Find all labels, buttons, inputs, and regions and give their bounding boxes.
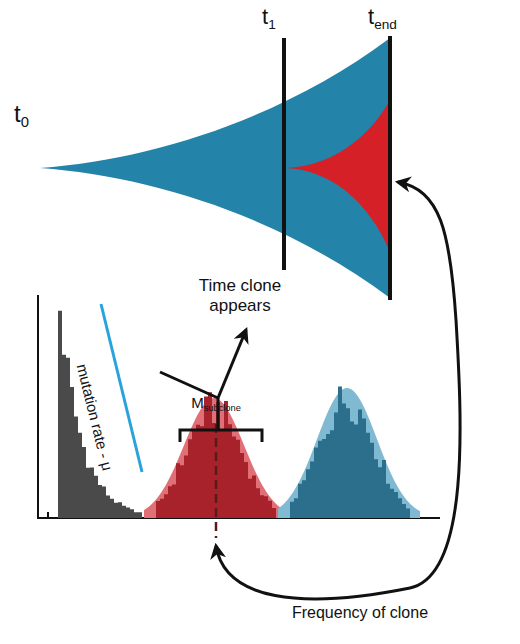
histograms — [58, 311, 420, 518]
axis-tick — [47, 512, 49, 518]
annotation: Msubclone — [191, 394, 241, 414]
time-line — [388, 36, 392, 300]
arrow — [218, 330, 246, 398]
chart-axes — [38, 295, 440, 518]
leader-line — [160, 372, 218, 398]
tumour-population — [40, 38, 390, 298]
annotation: Frequency of clone — [292, 604, 428, 622]
subclone-population — [286, 100, 390, 252]
leader-line — [217, 398, 220, 430]
clonal-histogram — [290, 387, 410, 518]
time-label: tend — [368, 4, 397, 32]
time-label: t1 — [262, 4, 276, 32]
bracket — [180, 430, 262, 442]
mean-line — [215, 424, 218, 538]
annotation: Time clone appears — [185, 276, 295, 315]
time-line — [282, 38, 286, 270]
time-label: t0 — [14, 100, 29, 131]
curved-arrow — [216, 182, 460, 599]
